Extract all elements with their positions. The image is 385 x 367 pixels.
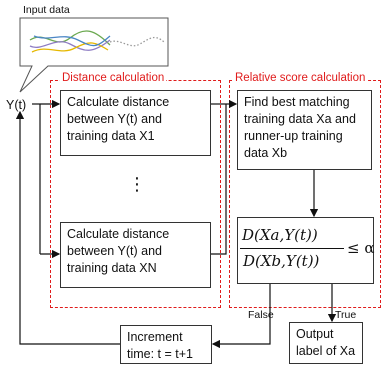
find-best-match-box: Find best matching training data Xa and … bbox=[237, 90, 372, 170]
signal-dotted-trail bbox=[109, 36, 165, 47]
ellipsis-dots: ⋮ bbox=[128, 174, 146, 194]
increment-time-box: Increment time: t = t+1 bbox=[120, 325, 212, 364]
decision-formula-box bbox=[237, 217, 374, 284]
formula-relation: ≤ α bbox=[347, 239, 375, 257]
relative-score-label: Relative score calculation bbox=[233, 72, 368, 84]
calc-distance-x1-box: Calculate distance between Y(t) and trai… bbox=[60, 90, 211, 156]
signal-curve-purple bbox=[29, 39, 111, 51]
distance-calculation-label: Distance calculation bbox=[60, 72, 167, 84]
input-signal-waveforms bbox=[29, 30, 165, 53]
signal-y-label: Y(t) bbox=[6, 98, 27, 112]
formula-numerator: D(Xa,Y(t)) bbox=[242, 226, 318, 244]
output-label-box: Output label of Xa bbox=[289, 322, 363, 364]
false-branch-label: False bbox=[248, 309, 274, 321]
input-data-label: Input data bbox=[23, 4, 70, 16]
signal-curve-blue bbox=[33, 35, 111, 47]
true-branch-label: True bbox=[335, 309, 357, 321]
formula-fraction-bar bbox=[240, 248, 344, 250]
input-data-panel bbox=[19, 17, 169, 93]
formula-denominator: D(Xb,Y(t)) bbox=[243, 252, 320, 270]
calc-distance-xn-box: Calculate distance between Y(t) and trai… bbox=[60, 222, 211, 288]
